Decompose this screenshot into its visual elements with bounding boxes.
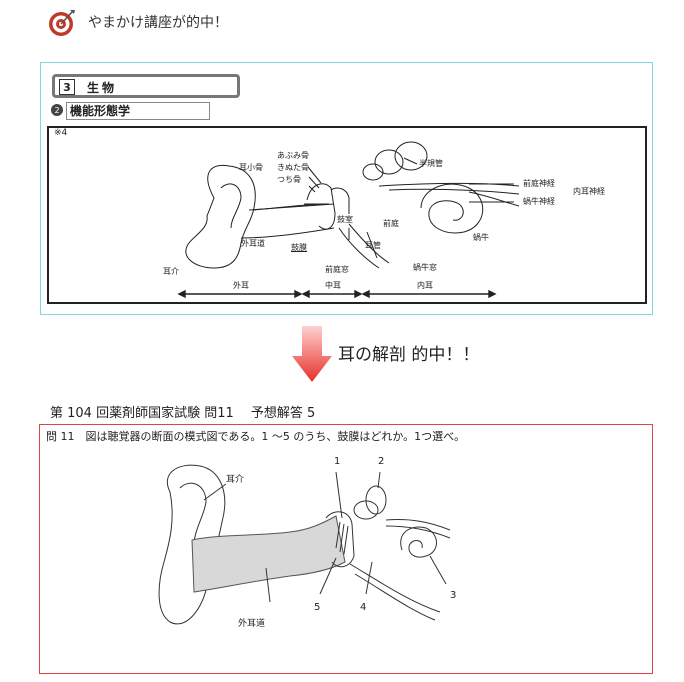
- exam-label-5: 5: [314, 602, 321, 613]
- exam-question-frame: [39, 424, 653, 674]
- exam-question-text: 問 11 図は聴覚器の断面の模式図である。1 ～5 のうち、鼓膜はどれか。1つ選…: [46, 430, 466, 443]
- subsection-title: 機能形態学: [66, 102, 210, 120]
- label-inner-ear-nerve: 内耳神経: [573, 187, 605, 196]
- label-outer-ear: 外耳: [233, 281, 249, 290]
- exam-ear-diagram: 耳介 外耳道 1 2 3 4 5: [140, 452, 470, 644]
- label-malleus: つち骨: [277, 175, 301, 184]
- label-cochlea: 蝸牛: [473, 233, 489, 242]
- exam-label-2: 2: [378, 456, 385, 467]
- section-title: 生物: [87, 81, 118, 95]
- subsection-number: 2: [51, 104, 63, 116]
- exam-reference: 第 104 回薬剤師国家試験 問11 予想解答 5: [50, 406, 316, 421]
- label-middle-ear: 中耳: [325, 281, 341, 290]
- exam-label-1: 1: [334, 456, 341, 467]
- exam-label-4: 4: [360, 602, 367, 613]
- label-auricle: 耳介: [163, 267, 179, 276]
- target-icon: [49, 10, 75, 36]
- label-inner-ear: 内耳: [417, 281, 433, 290]
- label-eustachian-tube: 耳管: [365, 241, 381, 250]
- exam-label-3: 3: [450, 590, 457, 601]
- ear-anatomy-diagram: 耳小骨 あぶみ骨 きぬた骨 つち骨 半規管 前庭神経 蝸牛神経 内耳神経 前庭 …: [47, 126, 647, 304]
- ear-drawing: [177, 141, 520, 299]
- down-arrow-icon: [292, 326, 332, 382]
- hit-announcement: 耳の解剖 的中！！: [338, 345, 480, 365]
- exam-label-auricle: 耳介: [226, 475, 245, 485]
- label-ear-canal: 外耳道: [241, 239, 265, 248]
- label-cochlear-window: 蝸牛窓: [413, 263, 437, 272]
- textbook-excerpt-frame: [40, 62, 653, 315]
- section-title-box: 3 生物: [52, 74, 240, 98]
- label-semicircular-canals: 半規管: [419, 159, 443, 168]
- label-vestibule: 前庭: [383, 219, 399, 228]
- label-stapes: あぶみ骨: [277, 151, 309, 160]
- label-vestibular-nerve: 前庭神経: [523, 179, 555, 188]
- label-eardrum: 鼓膜: [291, 243, 307, 252]
- label-cochlear-nerve: 蝸牛神経: [523, 197, 555, 206]
- exam-label-ear-canal: 外耳道: [238, 619, 266, 629]
- label-vestibular-window: 前庭窓: [325, 265, 349, 274]
- note-mark: ※4: [54, 128, 68, 138]
- label-incus: きぬた骨: [277, 163, 309, 172]
- exam-ear-drawing: [158, 464, 451, 625]
- label-ossicles: 耳小骨: [239, 163, 263, 172]
- label-tympanic-cavity: 鼓室: [337, 215, 353, 224]
- page-heading: やまかけ講座が的中！: [88, 15, 228, 31]
- section-number: 3: [59, 79, 75, 95]
